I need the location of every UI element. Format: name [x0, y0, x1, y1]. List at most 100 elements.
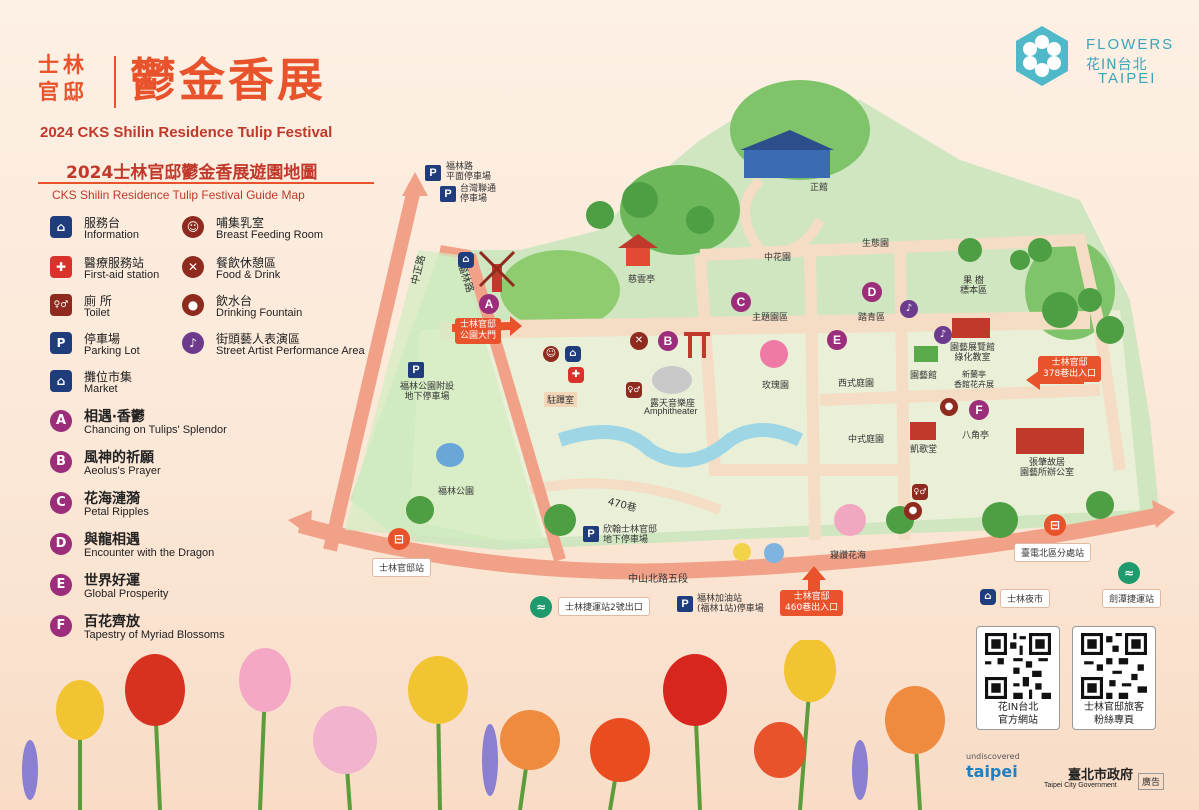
- gardening-hall-label: 園藝館: [910, 371, 938, 381]
- legend-label-zh: 餐飲休憩區: [216, 256, 277, 270]
- zhongshan-road-label: 中山北路五段: [628, 574, 688, 585]
- zhaolu-label: 駐蹕室: [544, 392, 578, 407]
- market-icon: ⌂: [980, 589, 996, 605]
- zone-a-marker[interactable]: A: [479, 294, 499, 314]
- path: [819, 384, 1101, 406]
- fulin-park-area: [345, 250, 545, 545]
- mrt-icon: ≈: [530, 596, 552, 618]
- rose-garden-label: 玫瑰園: [762, 381, 790, 391]
- legend-label-zh: 攤位市集: [84, 370, 133, 384]
- fulin-park-parking-label: 福林公園附設 地下停車場: [400, 382, 455, 402]
- lane-470-path: [528, 478, 722, 515]
- bus-stop-icon: ⊟: [1044, 514, 1066, 536]
- legend-label-zh: 廁 所: [84, 294, 112, 308]
- amphitheater-label: 露天音樂座: [650, 399, 696, 409]
- zone-name-zh: 與龍相遇: [84, 532, 140, 548]
- taiwan-lianton-parking-label: 台灣聯通 停車場: [460, 184, 497, 204]
- street-artist-icon: ♪: [934, 326, 952, 344]
- mrt-jiantan-label[interactable]: 劍潭捷運站: [1102, 589, 1162, 608]
- legend-label-en: Toilet: [84, 307, 110, 319]
- legend-label-en: Street Artist Performance Area: [216, 345, 365, 357]
- shilin-station-label[interactable]: 士林官邸站: [372, 558, 432, 577]
- zone-letter-badge: D: [50, 533, 72, 555]
- zone-b-marker[interactable]: B: [658, 331, 678, 351]
- arrow-east: [1152, 500, 1175, 528]
- breast-feeding-icon: ☺: [543, 346, 559, 362]
- logo-text-chinese: 花IN台北: [1086, 57, 1148, 73]
- qr-official-website-label: 花IN台北 官方網站: [997, 702, 1039, 726]
- flower-sea-label: 寢讚花海: [830, 551, 867, 561]
- zone-f-marker[interactable]: F: [969, 400, 989, 420]
- parking-icon: P: [583, 526, 599, 542]
- gardening-hall-icon: [914, 346, 938, 362]
- lane460-entrance-label[interactable]: 士林官邸 460巷出入口: [780, 590, 844, 616]
- zone-name-zh: 相遇‧香鬱: [84, 409, 145, 425]
- qr-code-icon: [985, 633, 1051, 699]
- parking-icon: P: [425, 165, 441, 181]
- zone-letter-badge: A: [50, 410, 72, 432]
- qr-official-website[interactable]: 花IN台北 官方網站: [976, 626, 1060, 730]
- zhangzhao-house-icon: [1016, 428, 1084, 454]
- zhengguan-building-icon: [740, 130, 834, 178]
- zone-name-en: Global Prosperity: [84, 588, 169, 600]
- fruit-area-label: 果 樹 標本區: [960, 276, 988, 296]
- zone-letter-badge: C: [50, 492, 72, 514]
- zone-c-marker[interactable]: C: [731, 292, 751, 312]
- trees: [406, 182, 1124, 538]
- main-gate-label[interactable]: 士林官邸 公園大門: [455, 318, 502, 344]
- arrow-up-left: [402, 172, 428, 196]
- mrt-shilin-exit-label[interactable]: 士林捷運站2號出口: [558, 597, 650, 616]
- zone-name-en: Encounter with the Dragon: [84, 547, 215, 559]
- festival-english-title: 2024 CKS Shilin Residence Tulip Festival: [40, 124, 333, 141]
- windmill-icon: [478, 250, 516, 292]
- zone-name-zh: 世界好運: [84, 573, 140, 589]
- legend-label-en: Information: [84, 229, 140, 241]
- title-underline: [38, 182, 374, 184]
- legend-label-zh: 飲水台: [216, 294, 253, 308]
- zhengguan-label: 正館: [810, 183, 829, 193]
- festival-brand: 士林官邸 鬱金香展: [38, 52, 378, 122]
- taipei-government-en: Taipei City Government: [1044, 782, 1117, 789]
- street-artist-icon: ♪: [182, 332, 204, 354]
- zone-letter-badge: E: [50, 574, 72, 596]
- shilin-night-market-label[interactable]: 士林夜市: [1000, 589, 1051, 608]
- qr-fan-page[interactable]: 士林官邸旅客 粉絲專頁: [1072, 626, 1156, 730]
- legend-label-zh: 服務台: [84, 216, 121, 230]
- legend-label-zh: 哺集乳室: [216, 216, 265, 230]
- flowers-in-taipei-logo: FLOWERS 花IN台北 TAIPEI: [1010, 22, 1180, 92]
- lane378-entrance-label[interactable]: 士林官邸 378巷出入口: [1038, 356, 1102, 382]
- drinking-fountain-icon: ●: [940, 398, 958, 416]
- hill: [500, 250, 620, 330]
- zone-name-en: Petal Ripples: [84, 506, 149, 518]
- taidian-station-label[interactable]: 臺電北區分處站: [1014, 543, 1092, 562]
- chinese-garden-label: 中式庭園: [848, 435, 885, 445]
- taipei-logo-text: taipei: [966, 762, 1018, 781]
- breast-feeding-icon: ☺: [182, 216, 204, 238]
- street-artist-icon: ♪: [900, 300, 918, 318]
- brand-main-title: 鬱金香展: [130, 53, 326, 107]
- information-icon: ⌂: [565, 346, 581, 362]
- zone-d-marker[interactable]: D: [862, 282, 882, 302]
- qr-fan-page-label: 士林官邸旅客 粉絲專頁: [1084, 702, 1144, 726]
- amphitheater-en-label: Amphitheater: [644, 406, 698, 416]
- flower-logo-icon: [1016, 26, 1068, 86]
- path: [740, 176, 825, 257]
- food-drink-icon: ✕: [182, 256, 204, 278]
- zhangzhao-label: 張肇故居 園藝所辦公室: [1020, 458, 1075, 478]
- ciyun-pavilion-label: 慈雲亭: [628, 275, 656, 285]
- toilet-icon: ♀♂: [50, 294, 72, 316]
- exhibition-label: 園藝展覽館 綠化教室: [950, 343, 996, 363]
- toilet-icon: ♀♂: [912, 484, 928, 500]
- food-drink-icon: ✕: [630, 332, 648, 350]
- xinlan-pavilion-label: 新蘭亭 香館花卉展: [954, 370, 994, 389]
- blue-bird-icon: [764, 543, 784, 563]
- zone-name-zh: 花海漣漪: [84, 491, 140, 507]
- zone-letter-badge: B: [50, 451, 72, 473]
- mrt-icon: ≈: [1118, 562, 1140, 584]
- brand-small-title: 士林官邸: [38, 53, 88, 104]
- zone-e-marker[interactable]: E: [827, 330, 847, 350]
- lane460-arrow: [802, 566, 826, 590]
- torii-gate-icon: [684, 332, 710, 358]
- pinwheel-icon: [834, 504, 866, 536]
